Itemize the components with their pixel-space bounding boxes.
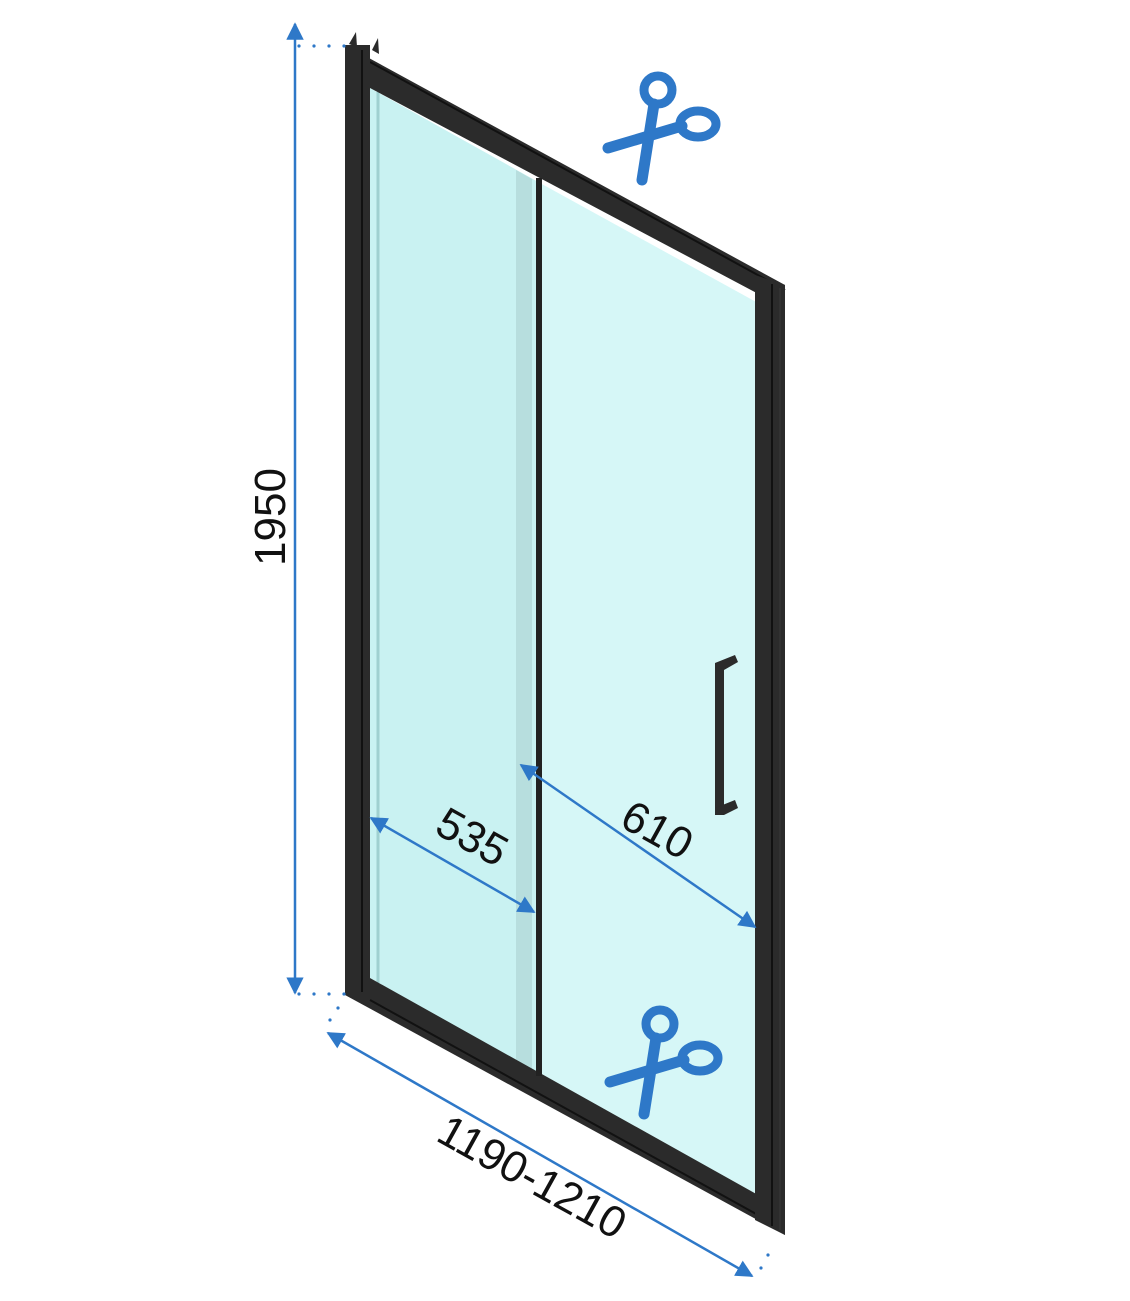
scissors-icon [604, 1005, 723, 1120]
left-profile-tip [349, 32, 357, 47]
right-stile [755, 275, 785, 1235]
scissors-icon [602, 71, 721, 186]
height-label: 1950 [246, 468, 295, 566]
fixed-glass-panel [370, 88, 540, 1075]
sliding-glass-panel [540, 183, 758, 1198]
glass-overlap-strip [516, 170, 532, 1071]
left-profile-tip-2 [372, 38, 379, 54]
sliding-door-edge [536, 178, 542, 1076]
top-rail [345, 45, 785, 308]
left-wall-profile [345, 45, 370, 995]
height-dimension: 1950 [246, 22, 304, 995]
